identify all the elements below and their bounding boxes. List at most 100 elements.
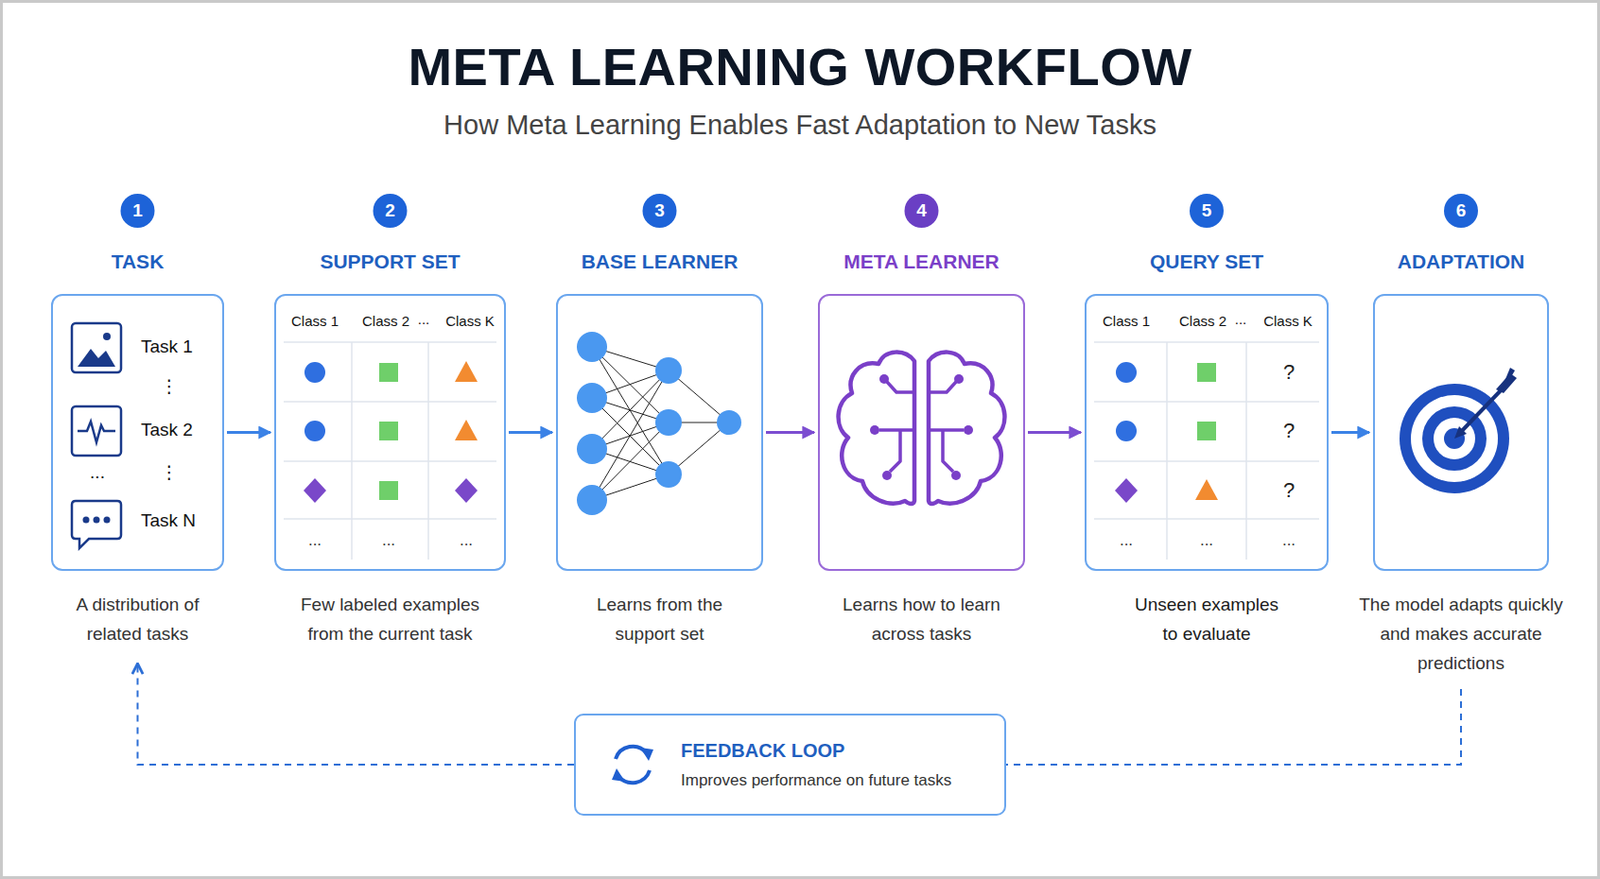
neural-network-icon: [591, 422, 669, 501]
brain-icon: [838, 352, 915, 505]
class-shape: [303, 478, 327, 504]
neural-network-icon: [576, 382, 608, 414]
brain-icon: [838, 352, 1006, 505]
neural-network-icon: [716, 410, 742, 435]
step-number-badge: [121, 193, 1479, 228]
unknown-label: ?: [1283, 418, 1295, 444]
neural-network-icon: [591, 370, 669, 450]
task-icon: [77, 421, 116, 443]
unknown-label: ?: [1283, 478, 1295, 504]
neural-network-icon: [576, 331, 742, 516]
step-description: Unseen examples to evaluate: [1129, 590, 1286, 649]
class-shape: [1115, 420, 1137, 442]
target-icon: [1454, 426, 1467, 439]
task-item: Task 2: [140, 419, 193, 442]
table-grid: [1094, 400, 1320, 403]
target-icon: [1399, 367, 1517, 494]
class-shape: [304, 420, 326, 442]
unknown-label: ?: [1283, 360, 1295, 385]
class-shape: [454, 361, 478, 383]
step-number-badge: [904, 193, 940, 228]
step-number-badge: [121, 193, 156, 228]
feedback-connector: [138, 663, 575, 766]
class-shape: [304, 362, 326, 383]
neural-network-icon: [655, 357, 682, 384]
class-shape: [1195, 479, 1218, 501]
table-cell: ...: [308, 531, 322, 551]
target-icon: [1503, 367, 1515, 384]
task-icon: [71, 323, 122, 373]
table-grid: [1165, 342, 1168, 560]
table-grid: [1094, 460, 1320, 463]
table-grid: [283, 518, 497, 521]
neural-network-icon: [655, 461, 682, 488]
task-icon: [83, 517, 90, 524]
task-icon: [93, 517, 101, 524]
neural-network-icon: [655, 409, 682, 436]
task-icon: [71, 323, 122, 549]
brain-icon: [889, 430, 901, 472]
neural-network-icon: [576, 331, 608, 363]
class-shape: [1114, 478, 1138, 504]
ellipsis: ...: [89, 462, 105, 485]
neural-network-icon: [576, 331, 742, 516]
table-cell: ...: [382, 531, 396, 551]
step-heading: ADAPTATION: [1337, 250, 1585, 274]
step-heading: QUERY SET: [1048, 250, 1365, 274]
class-shape: [379, 421, 399, 441]
feedback-connector: [1006, 689, 1461, 766]
table-grid: [1094, 518, 1320, 521]
brain-icon: [928, 352, 1005, 505]
step-description: Few labeled examples from the current ta…: [288, 590, 492, 649]
class-shape: [454, 419, 478, 441]
neural-network-icon: [576, 485, 608, 516]
brain-icon: [838, 352, 915, 505]
step-heading: BASE LEARNER: [520, 250, 800, 274]
table-cell: ...: [1282, 531, 1296, 551]
class-shape: [1197, 363, 1217, 383]
class-shape: [379, 363, 399, 383]
table-grid: [1094, 341, 1320, 344]
table-grid: [283, 341, 497, 344]
table-header: Class 1: [291, 313, 339, 331]
target-icon: [1458, 387, 1504, 435]
step-box: ADAPTATIONThe model adapts quickly and m…: [1373, 294, 1549, 572]
brain-icon: [886, 382, 915, 393]
ellipsis: ⋮: [160, 462, 179, 485]
step-number: 5: [1201, 200, 1213, 223]
brain-icon: [879, 428, 915, 433]
step-description: Learns how to learn across tasks: [832, 590, 1012, 649]
table-cell: ...: [459, 531, 473, 551]
table-header: ...: [417, 311, 431, 329]
task-icon: [71, 406, 122, 456]
table-grid: [283, 342, 1320, 560]
flow-arrow: [226, 431, 271, 435]
class-shape: [303, 361, 1218, 504]
step-number: 4: [916, 200, 927, 223]
neural-network-icon: [591, 347, 730, 501]
refresh-icon: [611, 768, 626, 783]
diagram-title: META LEARNING WORKFLOW: [407, 35, 1192, 98]
step-box: META LEARNERLearns how to learn across t…: [817, 294, 1026, 572]
flow-arrow: [1027, 431, 1081, 435]
task-item: Task 1: [140, 336, 193, 359]
brain-icon: [882, 470, 892, 481]
task-icon: [103, 332, 111, 341]
neural-network-icon: [576, 434, 608, 465]
step-description: A distribution of related tasks: [57, 590, 219, 649]
table-header: Class K: [1263, 313, 1313, 331]
flow-arrow: [508, 431, 553, 435]
step-box: TASKA distribution of related tasks: [51, 294, 225, 572]
brain-icon: [869, 425, 880, 435]
table-cell: ...: [1200, 531, 1214, 551]
table-grid: [283, 400, 497, 403]
table-grid: [350, 342, 353, 560]
step-heading: TASK: [15, 250, 261, 274]
task-icon: [77, 348, 116, 367]
step-number-badge: [643, 193, 678, 228]
step-number: 6: [1456, 200, 1467, 223]
step-number: 1: [132, 200, 143, 223]
